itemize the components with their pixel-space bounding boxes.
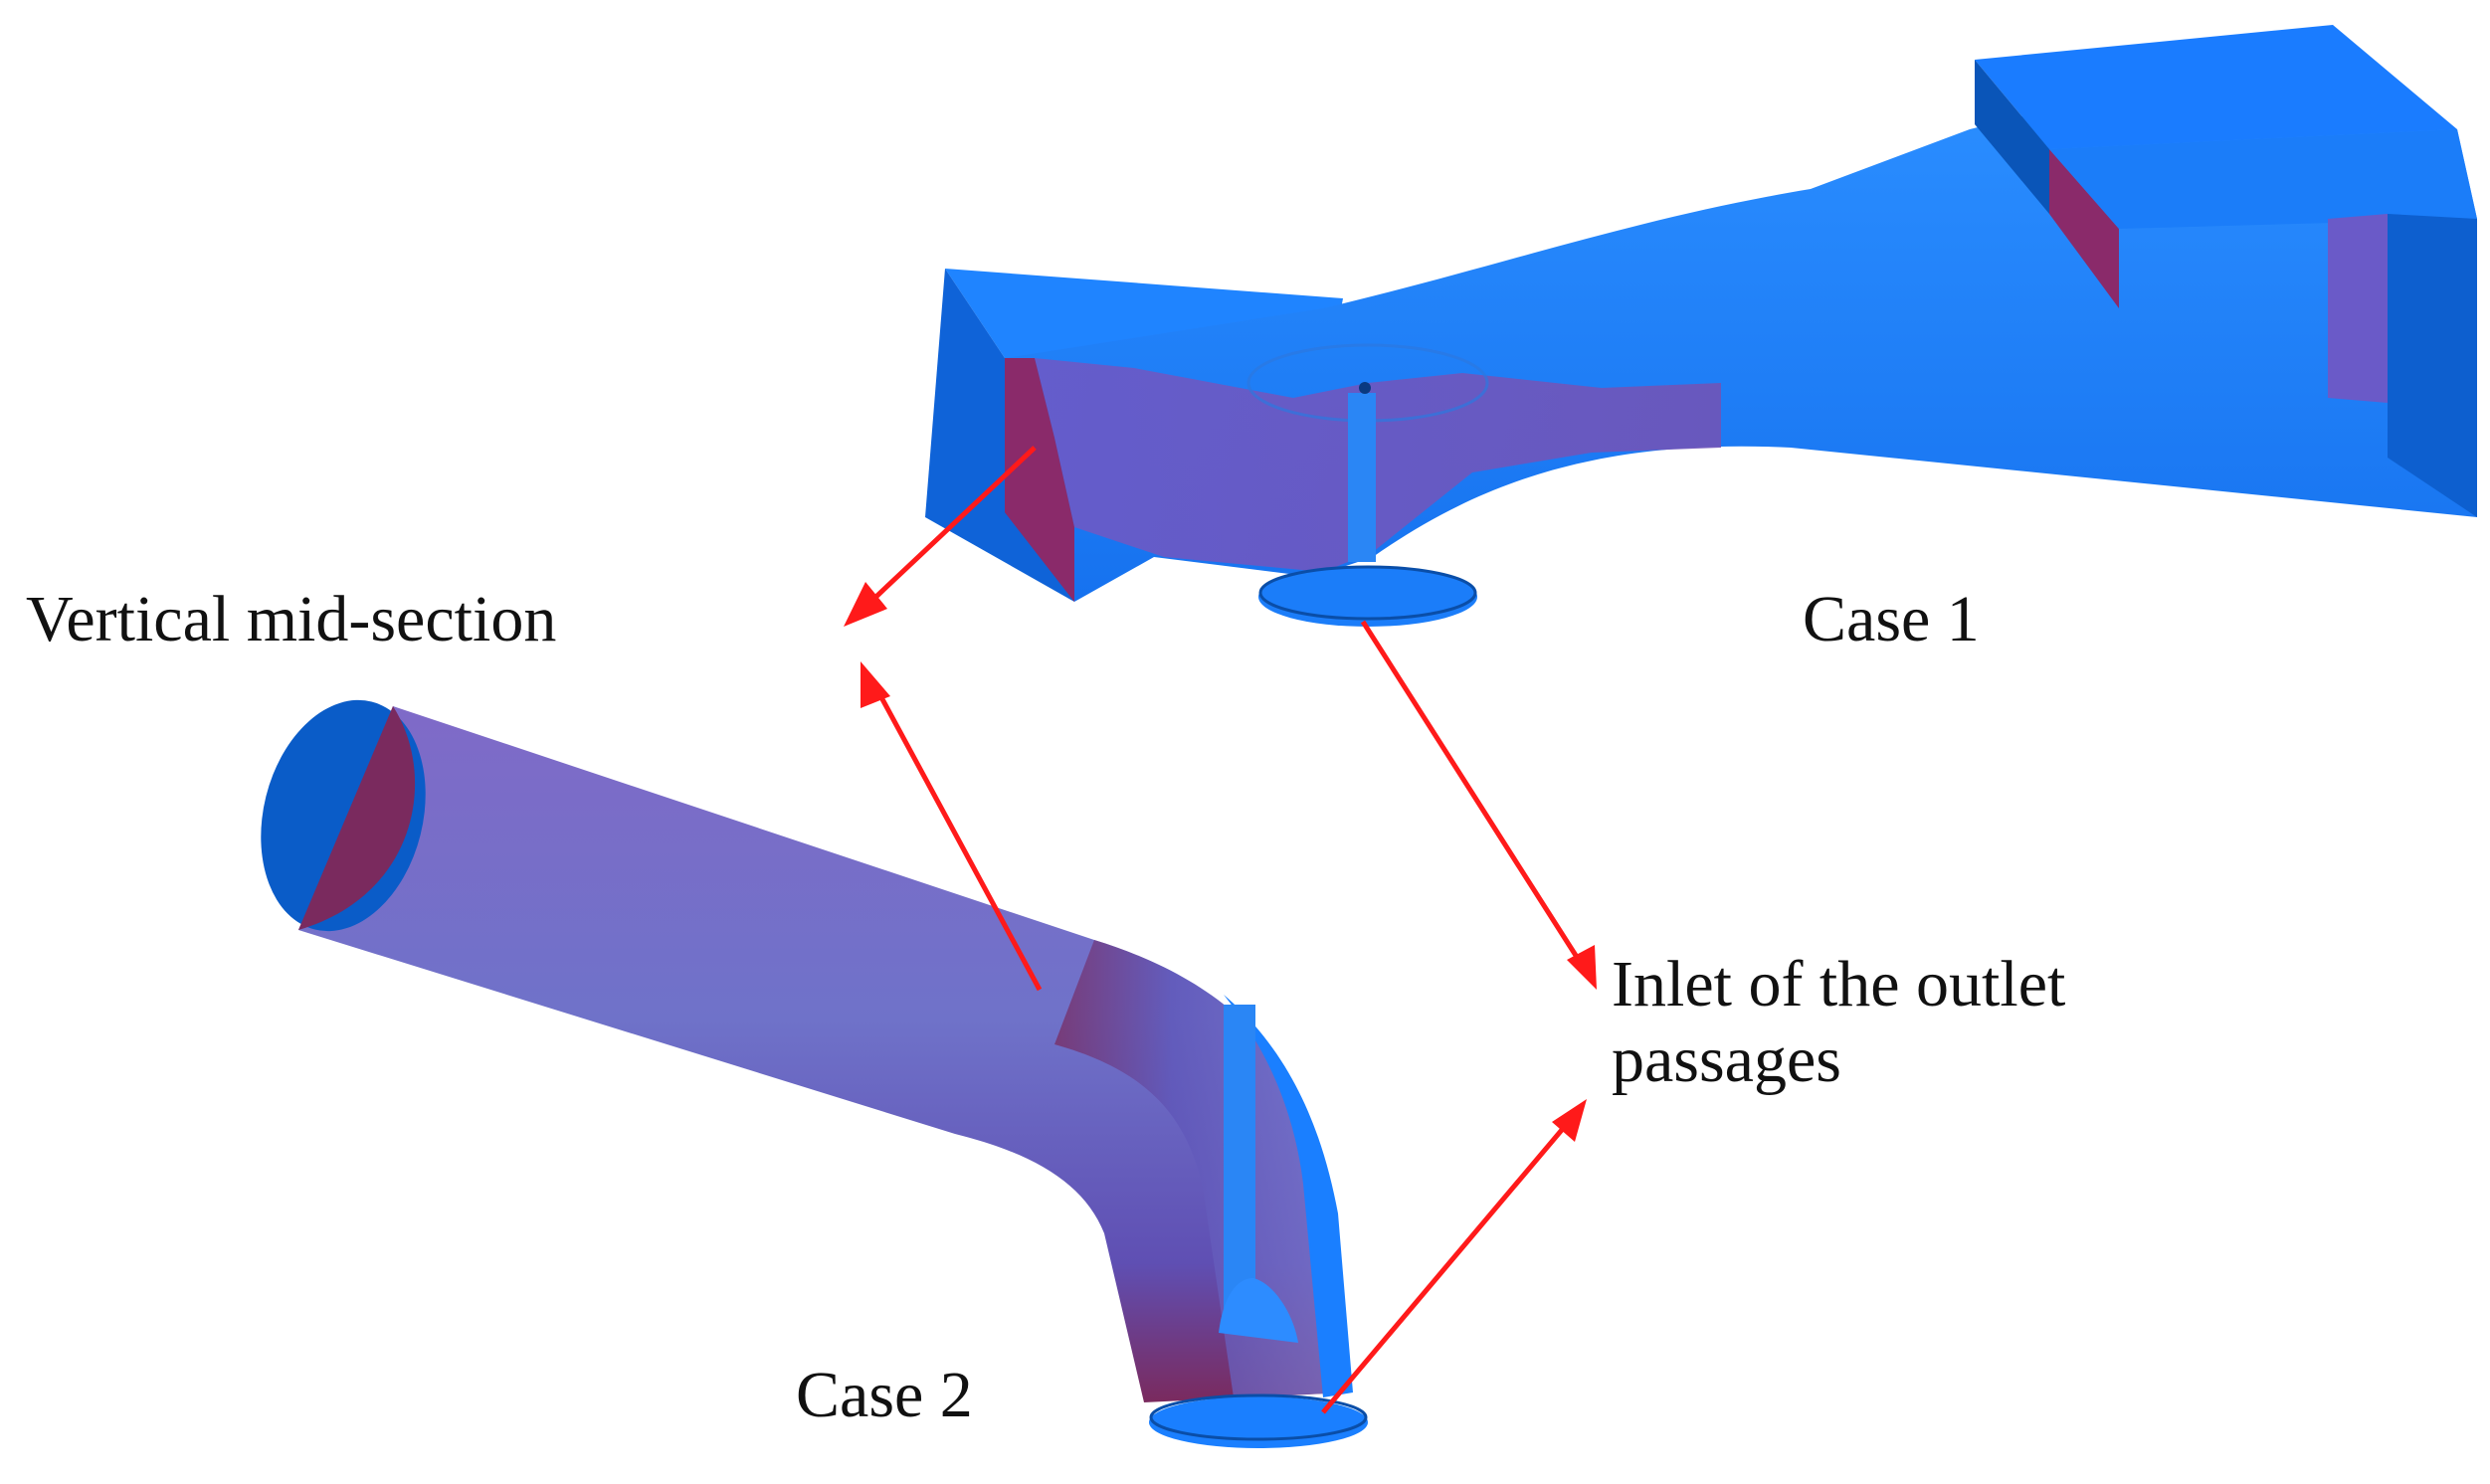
case-1-outlet-end-section <box>2328 214 2388 403</box>
arrow-case2-inlet <box>1321 1122 1569 1414</box>
label-case-2: Case 2 <box>796 1359 973 1431</box>
case-2-hub-cone <box>1219 1278 1298 1343</box>
case-1-outlet-box-face <box>2049 149 2119 308</box>
case-1-outlet-box-front <box>2049 129 2477 229</box>
arrow-case1-midsection <box>863 446 1037 609</box>
arrow-case1-midsection-head <box>844 582 887 627</box>
arrow-case1-inlet-head <box>1567 945 1597 990</box>
case-1-model <box>925 25 2477 627</box>
case-2-pipe-straight <box>298 706 1348 1402</box>
case-2-outer-shell <box>1224 995 1353 1397</box>
arrow-case2-midsection <box>872 684 1043 992</box>
case-1-mid-section <box>1035 358 1721 572</box>
case-1-mid-section-dark <box>1005 358 1074 602</box>
case-1-shaft <box>1348 393 1376 562</box>
case-1-outlet-box-top <box>1975 25 2457 149</box>
case-1-inlet-bell-rim <box>1258 565 1477 621</box>
label-case-1: Case 1 <box>1803 583 1980 655</box>
case-1-outlet-box-left <box>1975 60 2049 214</box>
case-2-model <box>261 699 1368 1448</box>
case-1-outlet-right-side <box>2388 214 2477 517</box>
label-vertical-mid-section: Vertical mid-section <box>26 583 557 655</box>
case-1-shaft-hole <box>1359 382 1371 394</box>
arrow-case1-inlet <box>1360 620 1585 967</box>
case-1-inlet-bell <box>1258 567 1477 627</box>
case-2-shaft <box>1224 1005 1255 1333</box>
arrow-case2-inlet-head <box>1552 1099 1587 1142</box>
case-2-pipe-end-section <box>298 706 416 930</box>
case-2-inlet-bell-rim <box>1149 1393 1368 1441</box>
case-2-bend <box>1054 940 1348 1397</box>
label-inlet-of-outlet-passages: Inlet of the outlet passages <box>1612 947 2065 1098</box>
label-inlet-line-1: Inlet of the outlet <box>1612 948 2066 1020</box>
label-inlet-line-2: passages <box>1612 1022 1841 1096</box>
annotation-arrows <box>844 446 1597 1414</box>
arrow-case2-midsection-head <box>861 661 890 708</box>
